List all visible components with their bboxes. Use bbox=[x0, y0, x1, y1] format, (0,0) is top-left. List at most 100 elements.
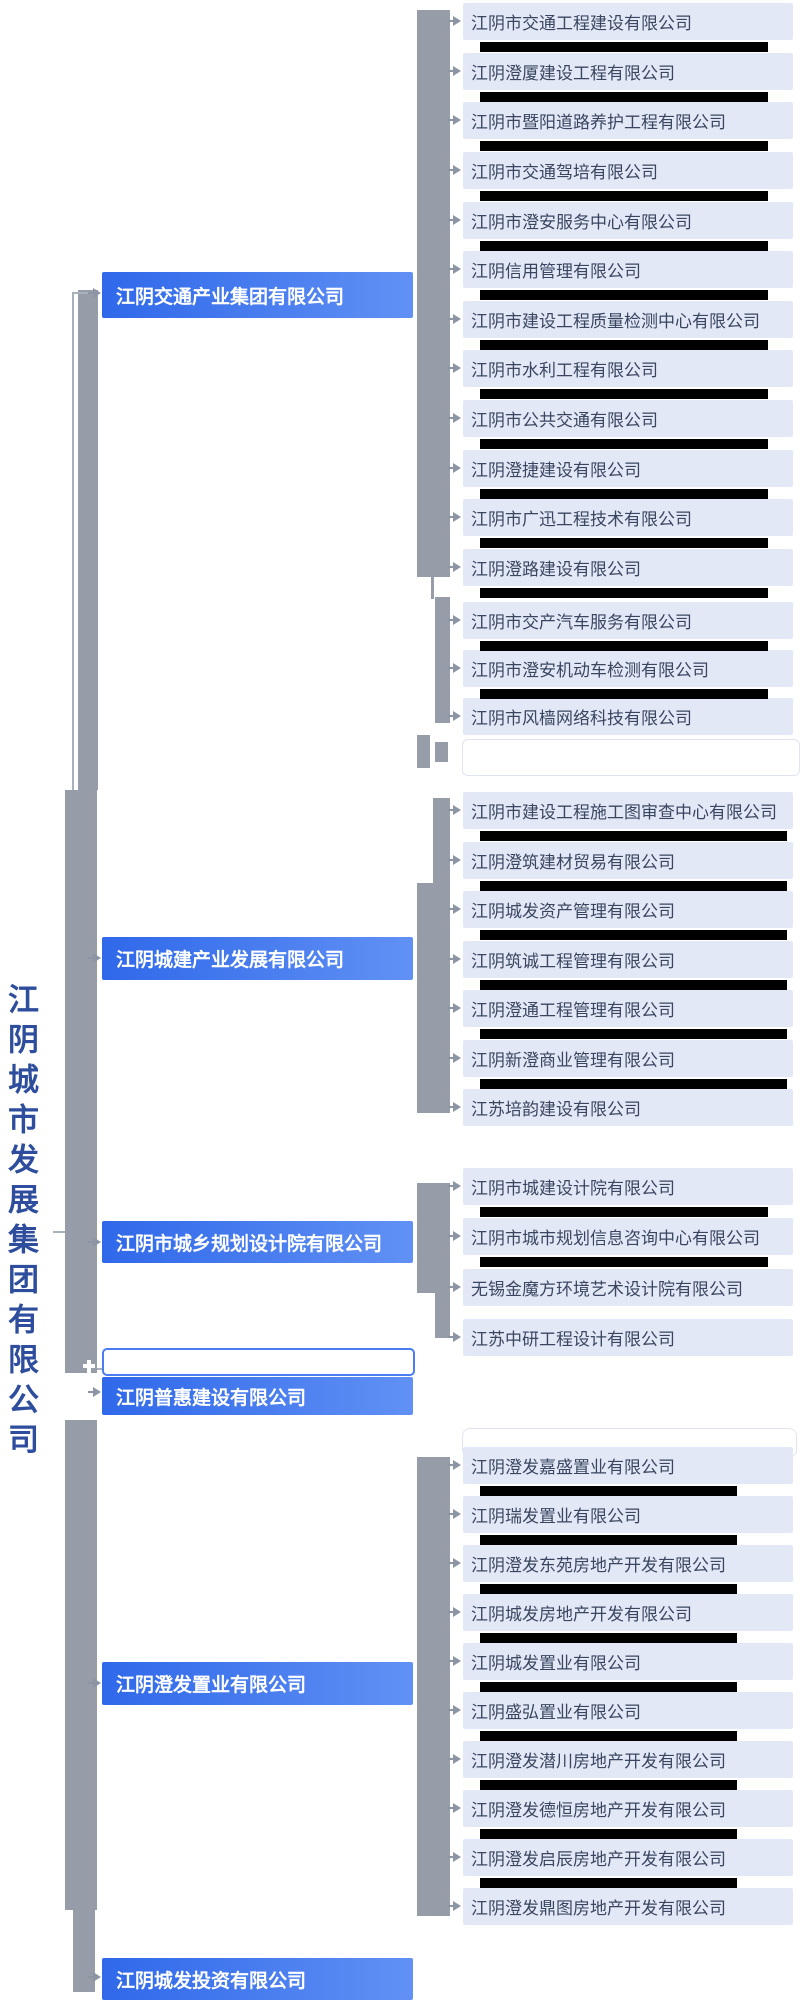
redaction-bar bbox=[480, 439, 768, 449]
connector-arrow-icon bbox=[88, 1237, 102, 1247]
child-company-box[interactable]: 江阴市交产汽车服务有限公司 bbox=[463, 602, 793, 639]
child-company-box[interactable]: 江苏中研工程设计有限公司 bbox=[463, 1319, 793, 1356]
child-company-box[interactable]: 江阴澄发东苑房地产开发有限公司 bbox=[463, 1545, 793, 1582]
connector-trunk-bar bbox=[417, 735, 430, 768]
connector-arrow-icon bbox=[448, 165, 462, 175]
connector-arrow-icon bbox=[448, 1102, 462, 1112]
connector-arrow-icon bbox=[448, 954, 462, 964]
child-company-box[interactable]: 江阴市城建设计院有限公司 bbox=[463, 1168, 793, 1205]
child-company-box[interactable]: 江阴市水利工程有限公司 bbox=[463, 350, 793, 387]
parent-company-box[interactable]: 江阴城建产业发展有限公司 bbox=[102, 937, 413, 980]
child-company-box[interactable]: 江阴城发房地产开发有限公司 bbox=[463, 1594, 793, 1631]
child-company-box[interactable]: 江阴市澄安服务中心有限公司 bbox=[463, 202, 793, 239]
child-company-box[interactable]: 江阴澄发德恒房地产开发有限公司 bbox=[463, 1790, 793, 1827]
root-company-title: 江阴城市发展集团有限公司 bbox=[3, 983, 38, 1463]
child-company-box[interactable]: 江阴新澄商业管理有限公司 bbox=[463, 1040, 793, 1077]
child-company-box[interactable]: 江阴澄通工程管理有限公司 bbox=[463, 990, 793, 1027]
redaction-bar bbox=[480, 340, 768, 350]
empty-node-box[interactable] bbox=[102, 1348, 415, 1376]
connector-trunk-bar bbox=[417, 1183, 450, 1293]
child-company-box[interactable]: 江阴市交通驾培有限公司 bbox=[463, 152, 793, 189]
child-company-box[interactable]: 江苏培韵建设有限公司 bbox=[463, 1089, 793, 1126]
redaction-bar bbox=[480, 42, 768, 52]
connector-arrow-icon bbox=[448, 363, 462, 373]
connector-arrow-icon bbox=[448, 1558, 462, 1568]
empty-node-box[interactable] bbox=[462, 739, 800, 776]
child-company-box[interactable]: 江阴澄厦建设工程有限公司 bbox=[463, 53, 793, 90]
child-company-box[interactable]: 江阴市交通工程建设有限公司 bbox=[463, 3, 793, 40]
connector-arrow-icon bbox=[88, 1387, 102, 1397]
connector-trunk-bar bbox=[78, 290, 98, 790]
redaction-bar bbox=[480, 641, 768, 651]
connector-trunk-bar bbox=[433, 798, 450, 883]
connector-arrow-icon bbox=[448, 463, 462, 473]
child-company-box[interactable]: 无锡金魔方环境艺术设计院有限公司 bbox=[463, 1269, 793, 1306]
redaction-bar bbox=[480, 241, 768, 251]
connector-trunk-bar bbox=[417, 10, 450, 577]
parent-company-box[interactable]: 江阴澄发置业有限公司 bbox=[102, 1662, 413, 1705]
connector-arrow-icon bbox=[448, 1656, 462, 1666]
child-company-box[interactable]: 江阴市暨阳道路养护工程有限公司 bbox=[463, 102, 793, 139]
child-company-box[interactable]: 江阴市广迅工程技术有限公司 bbox=[463, 499, 793, 536]
child-company-box[interactable]: 江阴信用管理有限公司 bbox=[463, 251, 793, 288]
connector-trunk-bar bbox=[435, 742, 448, 762]
child-company-box[interactable]: 江阴澄发启辰房地产开发有限公司 bbox=[463, 1839, 793, 1876]
connector-arrow-icon bbox=[448, 215, 462, 225]
child-company-box[interactable]: 江阴澄筑建材贸易有限公司 bbox=[463, 842, 793, 879]
connector-trunk-bar bbox=[65, 1420, 97, 1910]
child-company-box[interactable]: 江阴瑞发置业有限公司 bbox=[463, 1496, 793, 1533]
connector-arrow-icon bbox=[448, 1509, 462, 1519]
redaction-bar bbox=[480, 930, 787, 940]
child-company-box[interactable]: 江阴澄发嘉盛置业有限公司 bbox=[463, 1447, 793, 1484]
redaction-bar bbox=[480, 689, 768, 699]
connector-arrow-icon bbox=[448, 1901, 462, 1911]
redaction-bar bbox=[480, 92, 768, 102]
parent-company-box[interactable]: 江阴普惠建设有限公司 bbox=[102, 1377, 413, 1415]
child-company-box[interactable]: 江阴市城市规划信息咨询中心有限公司 bbox=[463, 1218, 793, 1255]
child-company-box[interactable]: 江阴盛弘置业有限公司 bbox=[463, 1692, 793, 1729]
connector-arrow-icon bbox=[448, 1231, 462, 1241]
child-company-box[interactable]: 江阴澄发潜川房地产开发有限公司 bbox=[463, 1741, 793, 1778]
connector-arrow-icon bbox=[448, 615, 462, 625]
child-company-box[interactable]: 江阴筑诚工程管理有限公司 bbox=[463, 941, 793, 978]
connector-arrow-icon bbox=[448, 1705, 462, 1715]
connector-trunk-bar bbox=[73, 1910, 95, 1992]
child-company-box[interactable]: 江阴城发置业有限公司 bbox=[463, 1643, 793, 1680]
redaction-bar bbox=[480, 1829, 737, 1839]
child-company-box[interactable]: 江阴市建设工程质量检测中心有限公司 bbox=[463, 301, 793, 338]
child-company-box[interactable]: 江阴澄路建设有限公司 bbox=[463, 549, 793, 586]
connector-arrow-icon bbox=[448, 314, 462, 324]
child-company-box[interactable]: 江阴市公共交通有限公司 bbox=[463, 400, 793, 437]
redaction-bar bbox=[480, 538, 768, 548]
child-company-box[interactable]: 江阴澄捷建设有限公司 bbox=[463, 450, 793, 487]
connector-arrow-icon bbox=[448, 711, 462, 721]
parent-company-box[interactable]: 江阴城发投资有限公司 bbox=[102, 1958, 413, 2000]
redaction-bar bbox=[480, 191, 768, 201]
redaction-bar bbox=[480, 881, 787, 891]
redaction-bar bbox=[480, 141, 768, 151]
connector-arrow-icon bbox=[448, 1003, 462, 1013]
connector-arrow-icon bbox=[448, 562, 462, 572]
connector-line bbox=[53, 1231, 65, 1233]
redaction-bar bbox=[480, 489, 768, 499]
child-company-box[interactable]: 江阴澄发鼎图房地产开发有限公司 bbox=[463, 1888, 793, 1925]
connector-arrow-icon bbox=[448, 1053, 462, 1063]
connector-arrow-icon bbox=[448, 1460, 462, 1470]
connector-arrow-icon bbox=[448, 16, 462, 26]
child-company-box[interactable]: 江阴城发资产管理有限公司 bbox=[463, 891, 793, 928]
parent-company-box[interactable]: 江阴市城乡规划设计院有限公司 bbox=[102, 1221, 413, 1263]
connector-arrow-icon bbox=[448, 413, 462, 423]
redaction-bar bbox=[480, 1878, 737, 1888]
child-company-box[interactable]: 江阴市建设工程施工图审查中心有限公司 bbox=[463, 792, 793, 829]
expand-plus-icon[interactable] bbox=[83, 1364, 95, 1368]
connector-arrow-icon bbox=[448, 115, 462, 125]
redaction-bar bbox=[480, 1731, 737, 1741]
child-company-box[interactable]: 江阴市风樯网络科技有限公司 bbox=[463, 698, 793, 735]
redaction-bar bbox=[480, 1257, 768, 1267]
child-company-box[interactable]: 江阴市澄安机动车检测有限公司 bbox=[463, 650, 793, 687]
connector-arrow-icon bbox=[448, 1803, 462, 1813]
connector-arrow-icon bbox=[448, 66, 462, 76]
connector-trunk-bar bbox=[417, 1457, 450, 1916]
parent-company-box[interactable]: 江阴交通产业集团有限公司 bbox=[102, 272, 413, 318]
